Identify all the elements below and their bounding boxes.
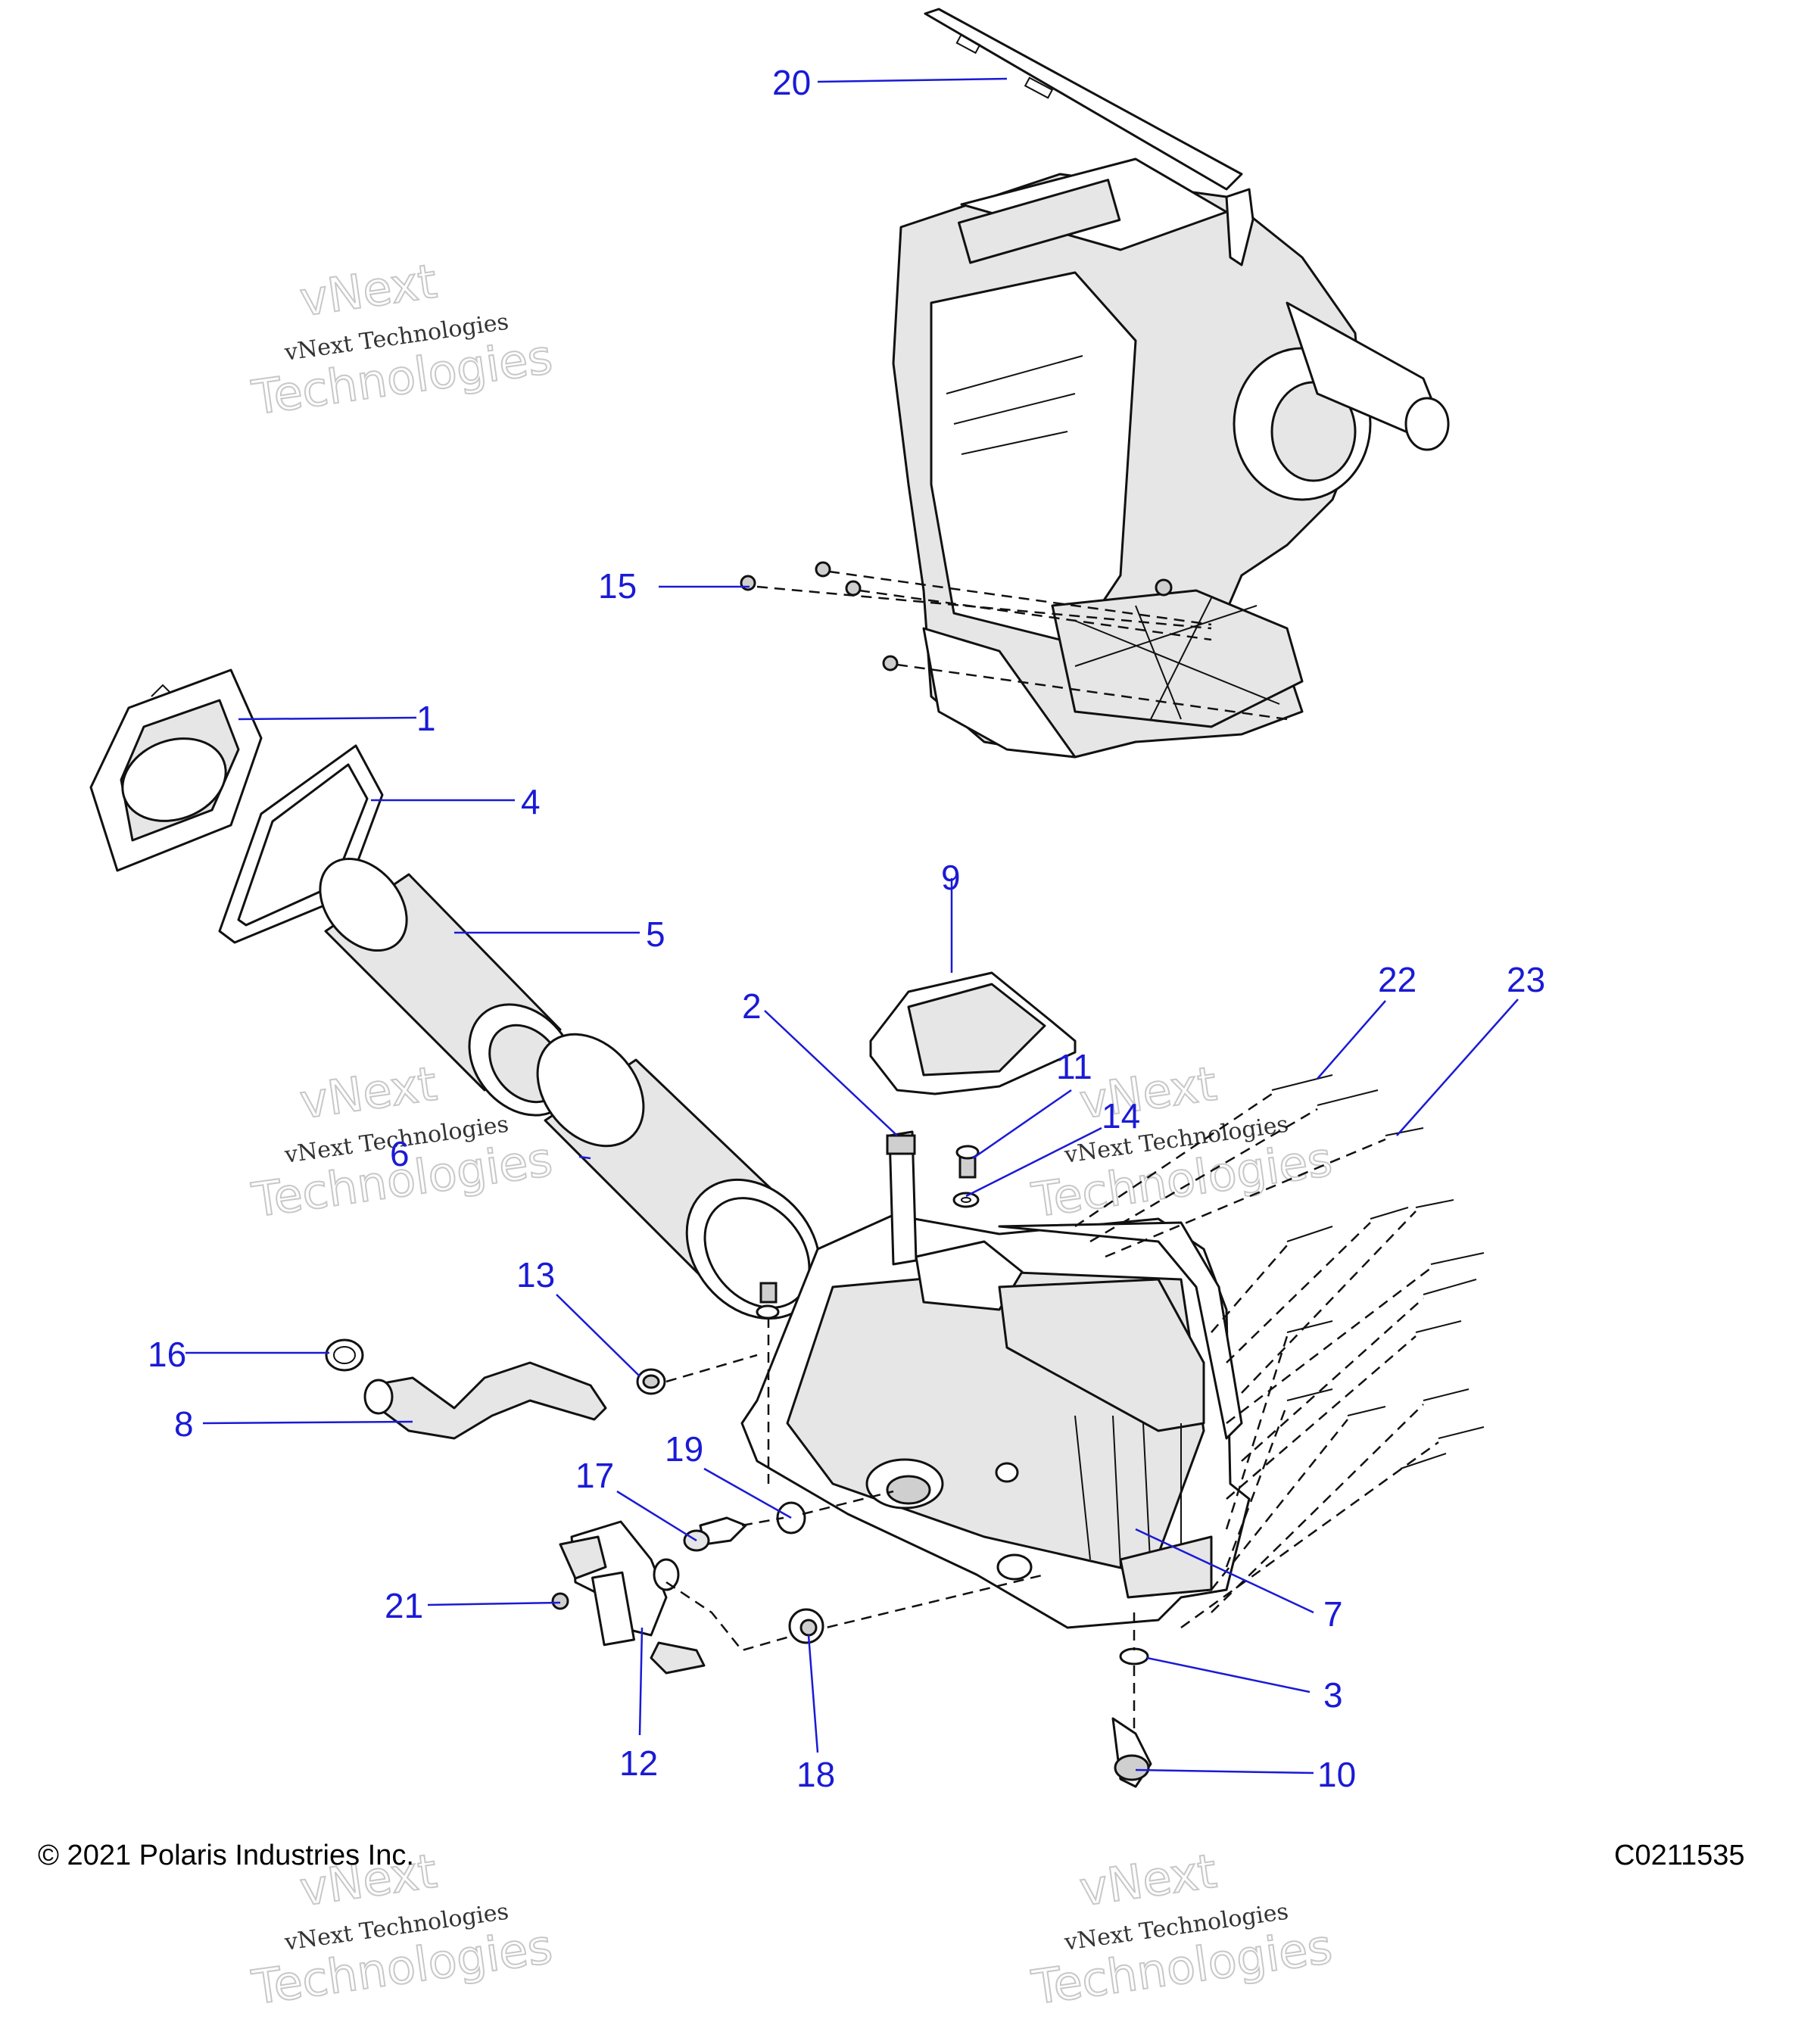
callout-3: 3 [1323,1675,1343,1715]
svg-text:vNext: vNext [1077,1843,1220,1917]
callout-labels: 20 15 1 4 5 9 2 11 14 22 23 6 13 16 8 19… [148,63,1545,1794]
callout-16: 16 [148,1335,186,1374]
part-airbox-cover [89,668,263,872]
part-vent-valve [559,1520,1046,1675]
drawing-id: C0211535 [1614,1840,1745,1871]
small-hardware [756,1145,1152,1788]
callout-2: 2 [742,986,762,1026]
part-hose [363,1361,607,1440]
part-outer-filter [536,1033,821,1320]
callout-20: 20 [772,63,811,102]
callout-22: 22 [1378,960,1417,999]
callout-18: 18 [796,1755,835,1794]
callout-10: 10 [1317,1755,1356,1794]
callout-13: 13 [516,1255,555,1295]
bolt-array [1074,1074,1485,1629]
watermark-6: vNext vNext Technologies Technologies [1027,1843,1336,2017]
callout-8: 8 [174,1404,194,1444]
callout-11: 11 [1056,1047,1092,1086]
callout-1: 1 [416,699,436,738]
callout-21: 21 [385,1586,423,1625]
screws-15 [740,561,1288,721]
grommets [551,1490,894,1644]
leader-lines [185,77,1519,1774]
callout-19: 19 [665,1429,703,1469]
copyright-text: © 2021 Polaris Industries Inc. [38,1840,414,1871]
clamps [325,1338,758,1395]
svg-text:vNext: vNext [297,254,441,327]
callout-23: 23 [1507,960,1545,999]
svg-text:vNext: vNext [1077,1056,1220,1129]
svg-text:vNext: vNext [297,1056,441,1129]
callout-9: 9 [941,858,961,897]
part-airbox-lower [740,1214,1251,1629]
callout-15: 15 [598,566,637,606]
part-cover-plate [869,971,1077,1095]
callout-4: 4 [521,782,541,821]
callout-7: 7 [1323,1594,1343,1634]
callout-14: 14 [1102,1096,1140,1136]
watermark-1: vNext vNext Technologies Technologies [248,253,556,427]
part-latch [886,1130,918,1266]
callout-17: 17 [575,1456,614,1495]
callout-12: 12 [619,1743,658,1783]
callout-6: 6 [390,1134,410,1173]
callout-5: 5 [646,915,665,954]
part-upper-airbox-housing [892,8,1450,759]
